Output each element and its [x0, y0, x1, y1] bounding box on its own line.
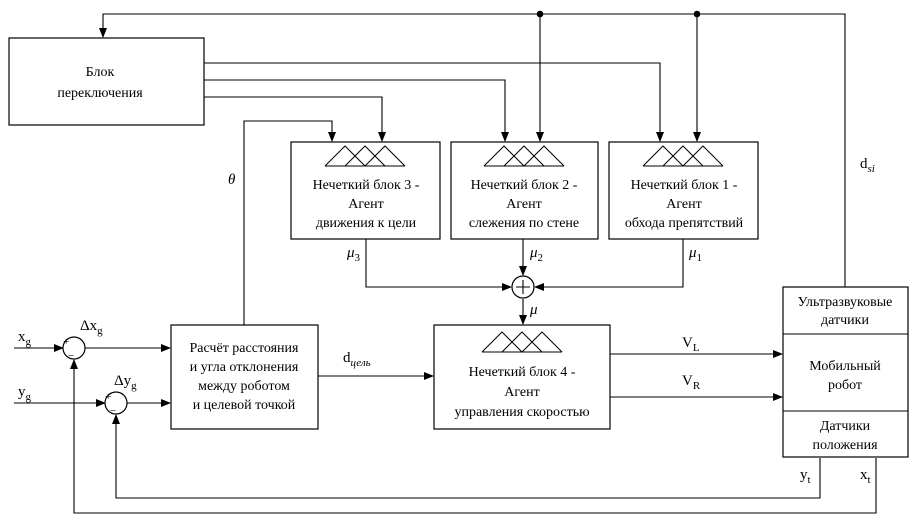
ultrasonic-sensors-label-2: датчики: [821, 313, 869, 328]
mu2-label: μ2: [529, 245, 543, 264]
dgoal-label: dцель: [343, 350, 371, 369]
minus-sign: −: [110, 405, 116, 417]
xg-label: xg: [18, 329, 32, 348]
junction-dot: [536, 10, 544, 18]
switch-block-label-2: переключения: [57, 86, 143, 101]
switch-block-label-1: Блок: [86, 65, 115, 80]
calc-block-label-2: и угла отклонения: [190, 360, 299, 375]
wire-yt-feedback: [112, 414, 821, 499]
fuzzy-block-3: Нечеткий блок 3 - Агент движения к цели: [290, 141, 441, 240]
wires: [14, 13, 877, 514]
fuzzy-block-4: Нечеткий блок 4 - Агент управления скоро…: [433, 324, 611, 430]
comparator-x: + −: [62, 336, 86, 362]
fuzzy-block-4-label-1: Нечеткий блок 4 -: [469, 365, 576, 380]
membership-functions-icon: [483, 145, 565, 167]
wire-mu1: [534, 239, 684, 291]
dsi-label: dsi: [860, 156, 875, 175]
yg-label: yg: [18, 384, 32, 403]
mu3-label: μ3: [346, 245, 361, 264]
position-sensors-label-1: Датчики: [820, 419, 871, 434]
fuzzy-block-3-label-1: Нечеткий блок 3 -: [313, 178, 420, 193]
membership-functions-icon: [481, 331, 563, 353]
membership-functions-icon: [324, 145, 406, 167]
plus-sign: +: [105, 391, 111, 403]
wire-switch-to-fuzzy3: [187, 96, 386, 142]
fuzzy-block-2-label-2: Агент: [506, 197, 542, 212]
theta-label: θ: [228, 172, 236, 188]
mobile-robot-block: Ультразвуковые датчики Мобильный робот Д…: [782, 286, 909, 458]
yt-label: yt: [800, 467, 811, 486]
comparator-y: + −: [104, 391, 128, 417]
summing-junction: [511, 275, 535, 299]
junction-dot: [693, 10, 701, 18]
fuzzy-block-2: Нечеткий блок 2 - Агент слежения по стен…: [450, 141, 599, 240]
fuzzy-block-1: Нечеткий блок 1 - Агент обхода препятств…: [608, 141, 759, 240]
position-sensors-label-2: положения: [812, 438, 878, 453]
vr-label: VR: [682, 373, 701, 392]
fuzzy-block-1-label-1: Нечеткий блок 1 -: [631, 178, 738, 193]
calc-block-label-1: Расчёт расстояния: [190, 341, 300, 356]
mu-label: μ: [529, 302, 538, 318]
fuzzy-block-3-label-3: движения к цели: [316, 216, 417, 231]
wire-switch-to-fuzzy2: [187, 79, 509, 142]
distance-angle-calc-block: Расчёт расстояния и угла отклонения межд…: [170, 324, 319, 430]
vl-label: VL: [682, 335, 700, 354]
fuzzy-block-3-label-2: Агент: [348, 197, 384, 212]
fuzzy-block-4-label-3: управления скоростью: [454, 405, 589, 420]
fuzzy-block-4-label-2: Агент: [504, 385, 540, 400]
junction-dots: [183, 10, 701, 101]
wire-mu3: [365, 239, 512, 291]
membership-functions-icon: [642, 145, 724, 167]
mu1-label: μ1: [688, 245, 702, 264]
calc-block-label-3: между роботом: [198, 379, 290, 394]
switch-block: Блок переключения: [8, 37, 205, 126]
signal-labels: θ dsi μ3 μ2 μ1 μ dцель VL VR xg yg Δxg Δ…: [18, 156, 875, 486]
mobile-robot-label-1: Мобильный: [809, 359, 881, 374]
fuzzy-block-2-label-3: слежения по стене: [469, 216, 579, 231]
wire-dsi-top-bus: [99, 13, 846, 287]
wire-switch-to-fuzzy1: [187, 62, 664, 142]
wire-theta: [243, 120, 336, 325]
fuzzy-block-1-label-3: обхода препятствий: [625, 216, 744, 231]
fuzzy-block-1-label-2: Агент: [666, 197, 702, 212]
dxg-label: Δxg: [80, 318, 103, 337]
wire-xt-feedback: [70, 359, 877, 514]
ultrasonic-sensors-label-1: Ультразвуковые: [798, 295, 893, 310]
dyg-label: Δyg: [114, 373, 137, 392]
calc-block-label-4: и целевой точкой: [193, 398, 296, 413]
fuzzy-block-2-label-1: Нечеткий блок 2 -: [471, 178, 578, 193]
plus-sign: +: [63, 336, 69, 348]
minus-sign: −: [68, 350, 74, 362]
xt-label: xt: [860, 467, 871, 486]
mobile-robot-label-2: робот: [828, 378, 862, 393]
